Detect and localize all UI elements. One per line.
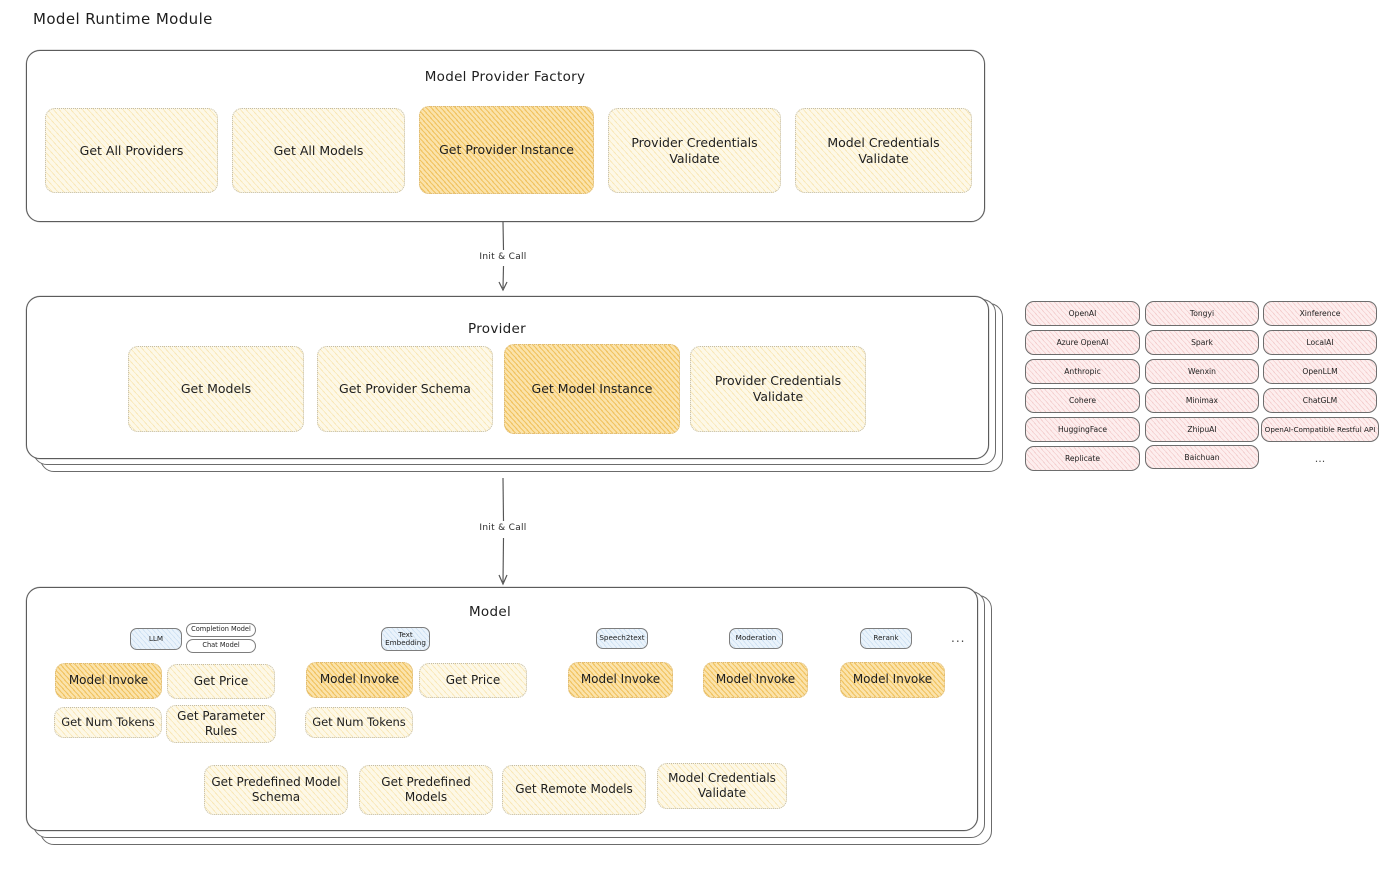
model-box-speech2text-model-invoke[interactable]: Model Invoke (568, 662, 673, 698)
factory-box-get-provider-instance[interactable]: Get Provider Instance (419, 106, 594, 194)
provider-pill-baichuan[interactable]: Baichuan (1145, 445, 1259, 469)
model-subtag-completion-model[interactable]: Completion Model (186, 623, 256, 637)
model-box-get-predefined-models[interactable]: Get Predefined Models (359, 765, 493, 815)
model-type-tag-rerank[interactable]: Rerank (860, 628, 912, 649)
model-box-model-credentials-validate[interactable]: Model Credentials Validate (657, 763, 787, 809)
provider-pill-replicate[interactable]: Replicate (1025, 446, 1140, 471)
provider-pill-wenxin[interactable]: Wenxin (1145, 359, 1259, 384)
provider-box-get-provider-schema[interactable]: Get Provider Schema (317, 346, 493, 432)
provider-title: Provider (468, 321, 526, 337)
model-subtag-chat-model[interactable]: Chat Model (186, 639, 256, 653)
factory-box-model-credentials-validate[interactable]: Model Credentials Validate (795, 108, 972, 193)
model-box-text-embedding-get-num-tokens[interactable]: Get Num Tokens (305, 707, 413, 738)
model-type-tag-moderation[interactable]: Moderation (729, 628, 783, 649)
provider-pill-zhipuai[interactable]: ZhipuAI (1145, 417, 1259, 442)
page-title: Model Runtime Module (33, 10, 213, 28)
provider-pill-anthropic[interactable]: Anthropic (1025, 359, 1140, 384)
arrow-label-init-call-2: Init & Call (476, 523, 530, 533)
provider-pill-cohere[interactable]: Cohere (1025, 388, 1140, 413)
provider-pill-tongyi[interactable]: Tongyi (1145, 301, 1259, 326)
provider-pill-chatglm[interactable]: ChatGLM (1263, 388, 1377, 413)
model-box-llm-get-price[interactable]: Get Price (167, 664, 275, 699)
model-type-tag-text-embedding[interactable]: Text Embedding (381, 627, 430, 651)
model-box-moderation-model-invoke[interactable]: Model Invoke (703, 662, 808, 698)
provider-pill-openai-compatible-restful-api[interactable]: OpenAI-Compatible Restful API (1261, 417, 1379, 442)
provider-pill-openai[interactable]: OpenAI (1025, 301, 1140, 326)
provider-pill-minimax[interactable]: Minimax (1145, 388, 1259, 413)
provider-pill-huggingface[interactable]: HuggingFace (1025, 417, 1140, 442)
provider-box-provider-credentials-validate[interactable]: Provider Credentials Validate (690, 346, 866, 432)
model-provider-factory-title: Model Provider Factory (424, 69, 586, 85)
model-box-llm-get-parameter-rules[interactable]: Get Parameter Rules (166, 705, 276, 743)
model-title: Model (468, 604, 512, 620)
model-types-more-dots: ... (951, 631, 966, 645)
model-box-rerank-model-invoke[interactable]: Model Invoke (840, 662, 945, 698)
arrow-label-init-call-1: Init & Call (476, 252, 530, 262)
provider-pill-xinference[interactable]: Xinference (1263, 301, 1377, 326)
model-box-llm-model-invoke[interactable]: Model Invoke (55, 663, 162, 699)
model-box-text-embedding-model-invoke[interactable]: Model Invoke (306, 662, 413, 698)
model-box-text-embedding-get-price[interactable]: Get Price (419, 663, 527, 698)
provider-pill-spark[interactable]: Spark (1145, 330, 1259, 355)
provider-pill-openllm[interactable]: OpenLLM (1263, 359, 1377, 384)
provider-pill-localai[interactable]: LocalAI (1263, 330, 1377, 355)
provider-pill-azure-openai[interactable]: Azure OpenAI (1025, 330, 1140, 355)
factory-box-get-all-models[interactable]: Get All Models (232, 108, 405, 193)
provider-box-get-models[interactable]: Get Models (128, 346, 304, 432)
provider-box-get-model-instance[interactable]: Get Model Instance (504, 344, 680, 434)
factory-box-provider-credentials-validate[interactable]: Provider Credentials Validate (608, 108, 781, 193)
model-box-llm-get-num-tokens[interactable]: Get Num Tokens (54, 707, 162, 738)
model-type-tag-speech2text[interactable]: Speech2text (596, 628, 648, 649)
model-box-get-remote-models[interactable]: Get Remote Models (502, 765, 646, 815)
model-type-tag-llm[interactable]: LLM (130, 628, 182, 650)
factory-box-get-all-providers[interactable]: Get All Providers (45, 108, 218, 193)
model-box-get-predefined-model-schema[interactable]: Get Predefined Model Schema (204, 765, 348, 815)
provider-list-more-dots: ... (1314, 452, 1326, 465)
